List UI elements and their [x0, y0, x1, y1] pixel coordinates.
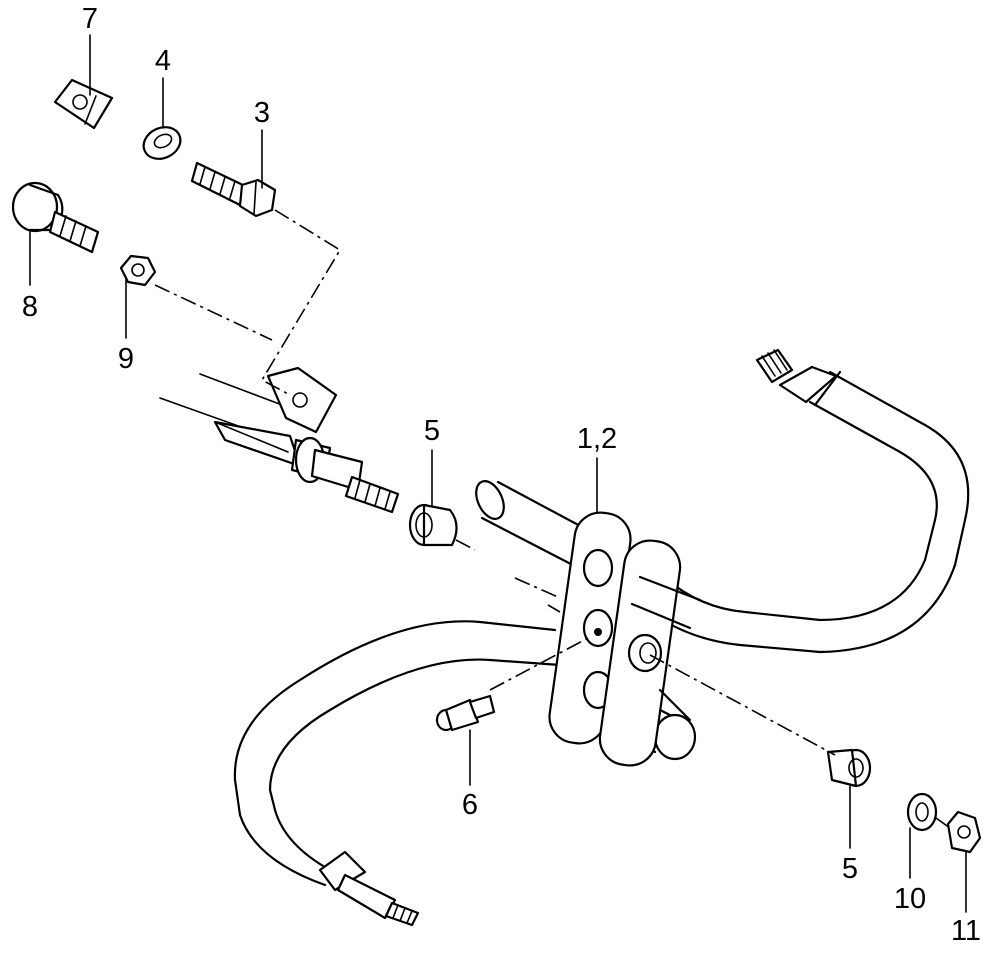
label-3: 3 — [254, 97, 270, 129]
part-6-nipple — [435, 694, 496, 732]
part-11-nut — [946, 810, 982, 854]
label-7: 7 — [82, 3, 98, 35]
label-10: 10 — [894, 883, 926, 915]
lever-shaft-assembly — [159, 366, 400, 514]
lower-handlebar — [233, 620, 697, 927]
part-5-bushing-upper — [408, 503, 458, 547]
part-8-knob-screw — [11, 181, 100, 254]
callout-labels: 7 4 3 8 9 5 1,2 6 5 10 11 — [22, 3, 981, 947]
part-7-block — [53, 78, 114, 130]
part-9-nut — [119, 254, 157, 287]
assembly-lines — [154, 209, 951, 829]
clamp-plates — [548, 511, 702, 767]
part-3-bolt — [190, 161, 277, 218]
label-5-upper: 5 — [424, 415, 440, 447]
label-11: 11 — [951, 915, 981, 947]
label-1-2: 1,2 — [577, 423, 617, 455]
upper-handlebar — [475, 348, 970, 654]
leader-lines — [29, 34, 967, 913]
part-4-washer — [142, 126, 182, 160]
label-6: 6 — [462, 789, 478, 821]
part-5-bushing-lower — [826, 748, 872, 788]
label-4: 4 — [155, 45, 171, 77]
part-10-washer — [906, 792, 938, 832]
label-9: 9 — [118, 343, 134, 375]
label-5-lower: 5 — [842, 853, 858, 885]
label-8: 8 — [22, 291, 38, 323]
